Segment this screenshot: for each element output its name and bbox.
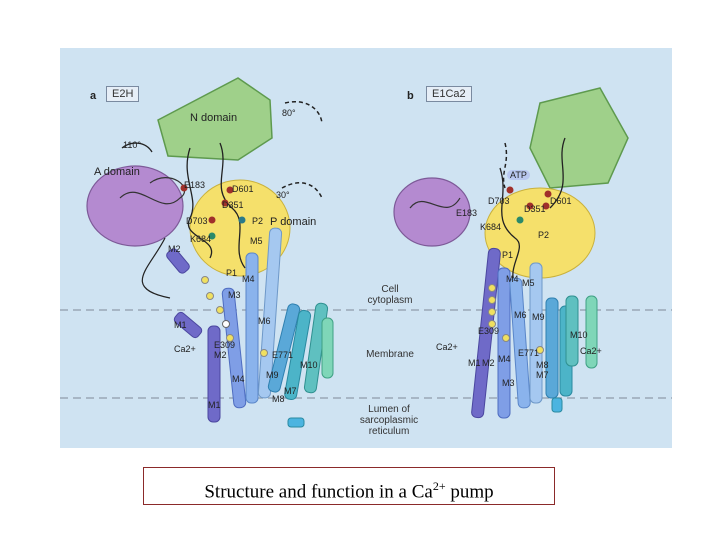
label-b-m2: M2 bbox=[482, 358, 495, 368]
label-a-p1: P1 bbox=[226, 268, 238, 278]
helix-m6-a bbox=[267, 303, 301, 393]
label-b-m5: M5 bbox=[522, 278, 535, 288]
label-b-m8: M8 bbox=[536, 360, 549, 370]
label-a-ca: Ca2+ bbox=[174, 344, 196, 354]
a-domain-b bbox=[393, 177, 471, 247]
figure-panel: a E2H b E1Ca2 N domain A domain P domain… bbox=[60, 48, 672, 448]
label-a-m7: M7 bbox=[284, 386, 297, 396]
region-lumen-line2: sarcoplasmic bbox=[359, 415, 419, 426]
atp-label: ATP bbox=[507, 170, 530, 180]
label-b-p1: P1 bbox=[502, 250, 514, 260]
panel-a-letter: a bbox=[90, 90, 97, 102]
helix-m5-b bbox=[529, 262, 543, 404]
helix-m8-b bbox=[545, 297, 559, 399]
label-b-m4-top: M4 bbox=[506, 274, 519, 284]
angle-a: 110° bbox=[123, 140, 141, 150]
caption-tail: pump bbox=[445, 481, 494, 503]
region-lumen-line1: Lumen of bbox=[368, 404, 410, 415]
region-lumen-line3: reticulum bbox=[368, 426, 410, 437]
label-a-e309: E309 bbox=[214, 340, 236, 350]
label-b-p2: P2 bbox=[538, 230, 550, 240]
panel-b-state-label: E1Ca2 bbox=[426, 86, 472, 102]
region-cytoplasm-line2: cytoplasm bbox=[367, 295, 413, 306]
label-a-m1-top: M1 bbox=[174, 320, 187, 330]
label-a-m4: M4 bbox=[232, 374, 245, 384]
helix-m4-a bbox=[245, 252, 259, 404]
helix-m4-b bbox=[509, 277, 531, 409]
label-b-m7: M7 bbox=[536, 370, 549, 380]
label-b-m4: M4 bbox=[498, 354, 511, 364]
panel-a-state-label: E2H bbox=[106, 86, 140, 102]
caption-text: Structure and function in a Ca bbox=[204, 481, 433, 503]
label-b-m9: M9 bbox=[532, 312, 545, 322]
a-domain-label: A domain bbox=[94, 166, 140, 178]
label-b-m3: M3 bbox=[502, 378, 515, 388]
panel-b-drawing bbox=[393, 87, 629, 419]
label-a-m9: M9 bbox=[266, 370, 279, 380]
panel-a-drawing bbox=[86, 77, 334, 428]
label-a-m8: M8 bbox=[272, 394, 285, 404]
label-b-d601: D601 bbox=[550, 196, 572, 206]
label-a-m4-top: M4 bbox=[242, 274, 255, 284]
region-membrane: Membrane bbox=[366, 349, 414, 360]
region-cytoplasm-line1: Cell bbox=[381, 284, 399, 295]
region-cytoplasm: Cell cytoplasm bbox=[358, 284, 422, 306]
helix-m10-b bbox=[585, 295, 598, 369]
label-a-m5: M5 bbox=[250, 236, 263, 246]
figure-caption: Structure and function in a Ca2+ pump bbox=[143, 467, 555, 505]
label-a-d703: D703 bbox=[186, 216, 208, 226]
label-a-e183: E183 bbox=[184, 180, 206, 190]
n-domain-label: N domain bbox=[190, 112, 238, 124]
n-domain-a bbox=[157, 77, 273, 161]
label-b-ca-right: Ca2+ bbox=[580, 346, 602, 356]
label-b-m10: M10 bbox=[570, 330, 588, 340]
label-a-k684: K684 bbox=[190, 234, 212, 244]
label-b-e183: E183 bbox=[456, 208, 478, 218]
label-a-p2: P2 bbox=[252, 216, 264, 226]
panel-b-letter: b bbox=[407, 90, 414, 102]
label-a-d351: D351 bbox=[222, 200, 244, 210]
n-domain-b bbox=[529, 87, 629, 189]
p-domain-label: P domain bbox=[270, 216, 317, 228]
a-domain-a bbox=[86, 165, 184, 247]
helix-m8-a bbox=[284, 309, 312, 401]
label-b-m1: M1 bbox=[468, 358, 481, 368]
label-b-e309: E309 bbox=[478, 326, 500, 336]
label-b-d703: D703 bbox=[488, 196, 510, 206]
helix-m3-a bbox=[221, 287, 247, 409]
label-b-ca-left: Ca2+ bbox=[436, 342, 458, 352]
helix-m10-a bbox=[321, 317, 334, 379]
label-a-m2-top: M2 bbox=[168, 244, 181, 254]
figure-drawing bbox=[60, 77, 672, 428]
label-a-m10: M10 bbox=[300, 360, 318, 370]
label-a-m2: M2 bbox=[214, 350, 227, 360]
label-a-d601: D601 bbox=[232, 184, 254, 194]
label-b-m6: M6 bbox=[514, 310, 527, 320]
region-lumen: Lumen of sarcoplasmic reticulum bbox=[348, 404, 430, 437]
helix-m2-b bbox=[497, 267, 511, 419]
label-a-m6: M6 bbox=[258, 316, 271, 326]
label-a-e771: E771 bbox=[272, 350, 294, 360]
label-a-m3: M3 bbox=[228, 290, 241, 300]
label-b-e771: E771 bbox=[518, 348, 540, 358]
angle-p: 30° bbox=[276, 190, 290, 200]
helix-m9-b bbox=[565, 295, 579, 367]
label-b-k684: K684 bbox=[480, 222, 502, 232]
helix-m1-a bbox=[207, 325, 221, 423]
angle-n: 80° bbox=[282, 108, 296, 118]
label-a-m1: M1 bbox=[208, 400, 221, 410]
caption-superscript: 2+ bbox=[432, 479, 446, 493]
label-b-d351: D351 bbox=[524, 204, 546, 214]
